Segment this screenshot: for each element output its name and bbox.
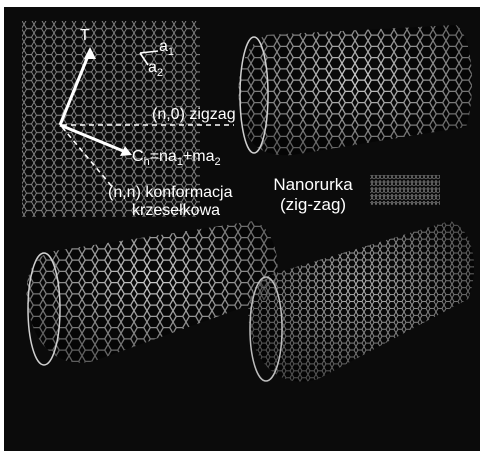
nanotube-caption-line1: Nanorurka	[258, 175, 368, 195]
zigzag-label: (n,0) zigzag	[152, 106, 236, 124]
chiral-vector-label: Ch=na1+ma2	[132, 148, 221, 166]
basis-a2-index: 2	[157, 67, 163, 79]
chiral-vector-equals: =na	[150, 148, 177, 165]
chiral-nanotube-right	[248, 221, 474, 382]
armchair-label-line2: krzesełkowa	[132, 202, 220, 220]
vector-t-label: T	[80, 27, 90, 45]
basis-a1-letter: a	[159, 38, 168, 55]
figure-panel: T a1 a2 (n,0) zigzag Ch=na1+ma2 (n,n) ko…	[4, 7, 480, 451]
chiral-vector-plus: +ma	[183, 148, 215, 165]
basis-a2-letter: a	[148, 59, 157, 76]
nanotube-caption-line2: (zig-zag)	[258, 195, 368, 215]
armchair-nanotube-left	[26, 221, 277, 365]
chiral-vector-letter: C	[132, 148, 144, 165]
basis-a2-label: a2	[148, 59, 163, 77]
basis-a1-index: 1	[168, 46, 174, 58]
nanotube-legend-swatch	[370, 175, 440, 205]
figure-canvas	[4, 7, 480, 451]
armchair-label-line1: (n,n) konformacja	[108, 184, 233, 202]
zigzag-nanotube	[239, 25, 472, 155]
chiral-vector-index2: 2	[215, 156, 221, 168]
basis-a1-label: a1	[159, 38, 174, 56]
